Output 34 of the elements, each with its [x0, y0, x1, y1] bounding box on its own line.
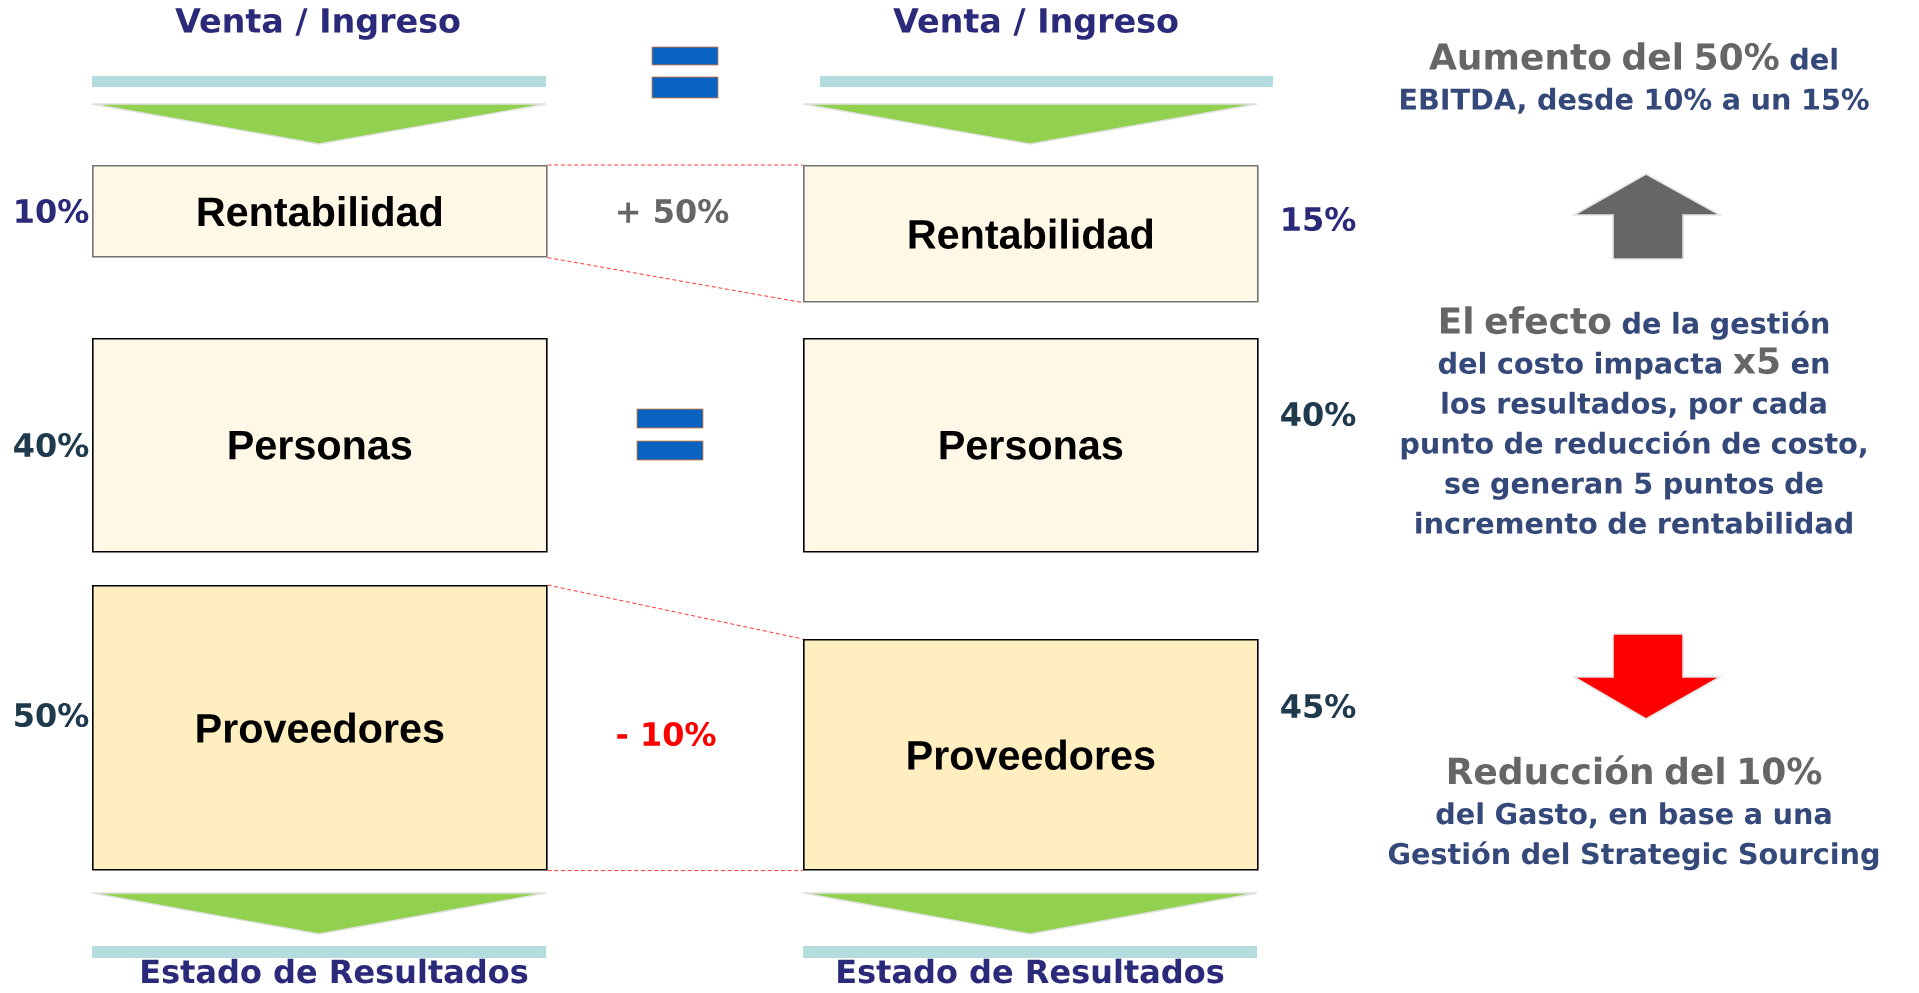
category-box: Rentabilidad [803, 165, 1259, 303]
category-box: Rentabilidad [92, 165, 548, 258]
callout-text: El efecto de la gestión del costo impacta x5 en los resultados, por cada punto de reducción de costo, se generan 5 puntos de incremento de rentabilidad [1401, 306, 1866, 534]
label: en [1791, 357, 1829, 375]
percentage-label: 10% [16, 198, 89, 224]
label: x5 [1733, 347, 1779, 375]
change-label: + 50% [618, 198, 729, 224]
label: se generan 5 puntos de [1445, 471, 1823, 500]
label: El efecto [1440, 306, 1611, 335]
category-box: Proveedores [803, 639, 1259, 871]
callout-text: Aumento del 50% del EBITDA, desde 10% a un 15% [1401, 42, 1869, 114]
percentage-label: 15% [1283, 206, 1356, 232]
section-heading: Estado de Resultados [838, 958, 1224, 984]
connector-line [547, 164, 804, 166]
change-label: - 10% [617, 721, 716, 747]
label: punto de reducción de costo, [1401, 430, 1866, 460]
callout-text: Reducción del 10% del Gasto, en base a una Gestión del Strategic Sourcing [1388, 755, 1879, 871]
category-box: Proveedores [92, 585, 548, 871]
section-heading: Venta / Ingreso [175, 8, 460, 40]
label: del costo impacta [1438, 351, 1721, 380]
label: de la gestión [1622, 310, 1829, 340]
connector-line [547, 584, 804, 640]
label: los resultados, por cada [1442, 391, 1826, 420]
connector-line [547, 257, 804, 303]
percentage-label: 50% [15, 702, 89, 728]
section-heading: Venta / Ingreso [893, 8, 1178, 40]
percentage-label: 40% [1281, 401, 1356, 427]
label: incremento de rentabilidad [1416, 511, 1852, 535]
percentage-label: 45% [1281, 693, 1356, 719]
connector-line [547, 870, 804, 871]
section-heading: Estado de Resultados [142, 958, 528, 984]
category-box: Personas [803, 338, 1259, 553]
category-box: Personas [92, 338, 548, 553]
percentage-label: 40% [14, 432, 89, 458]
